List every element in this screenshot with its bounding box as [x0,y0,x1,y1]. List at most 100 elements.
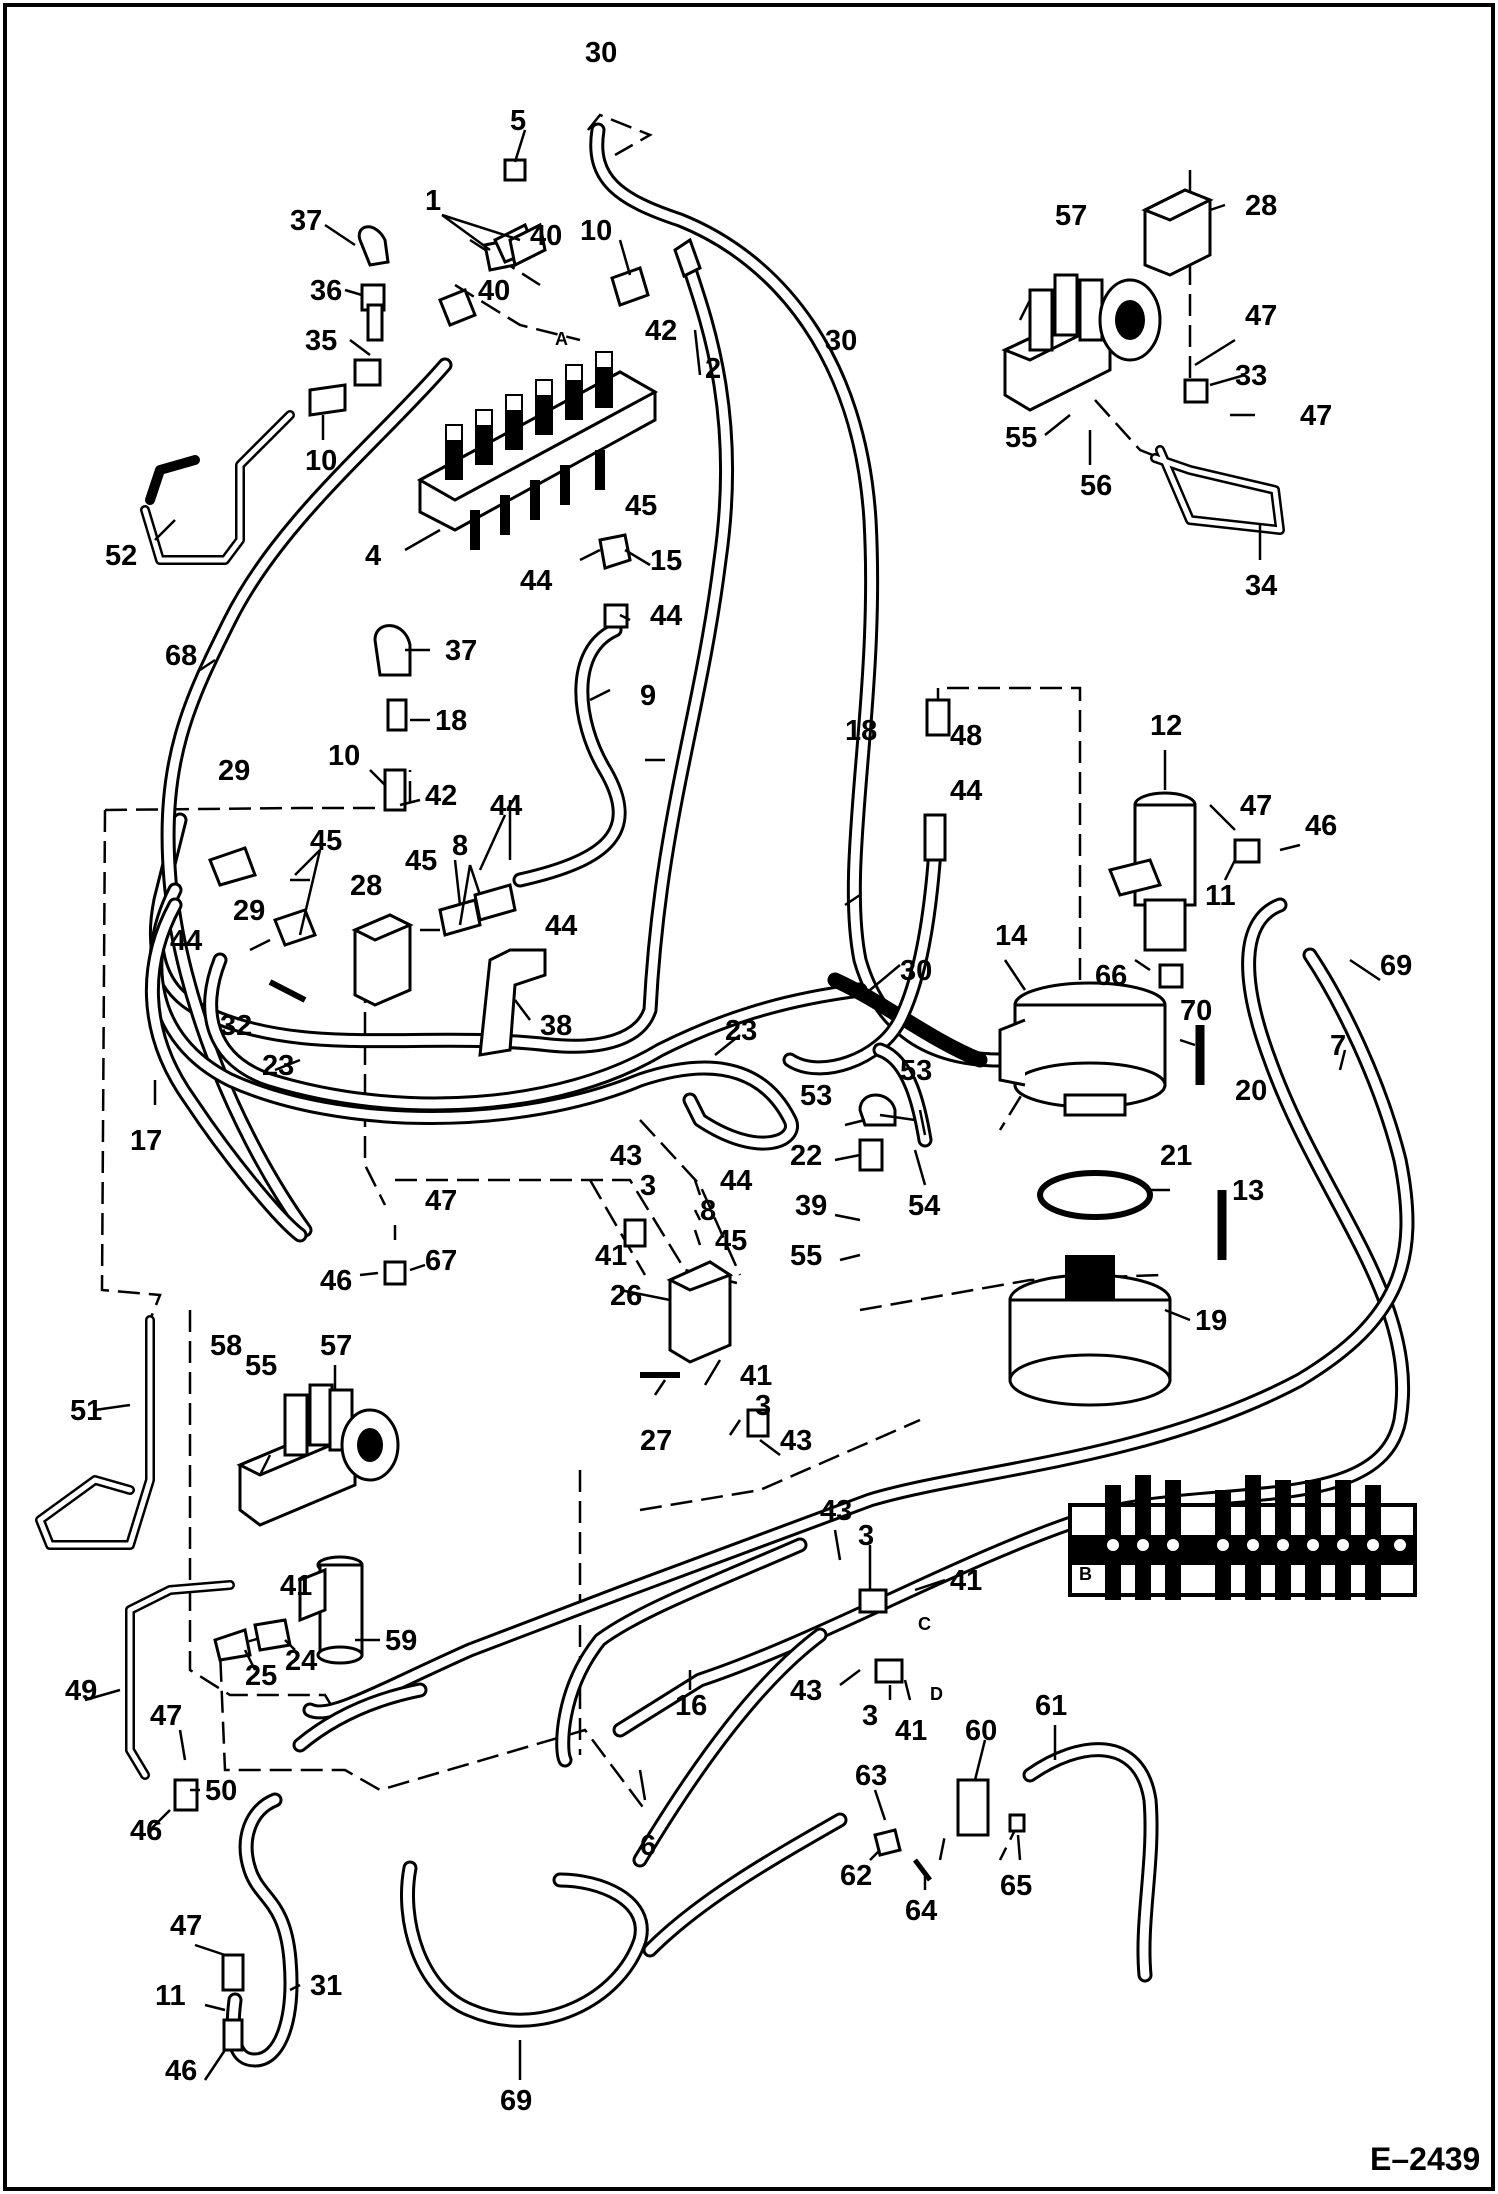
callout-23: 23 [725,1015,757,1047]
o-ring [1037,1170,1153,1220]
callout-47: 47 [150,1700,182,1732]
callout-28: 28 [350,870,382,902]
callout-33: 33 [1235,360,1267,392]
callout-26: 26 [610,1280,642,1312]
callout-64: 64 [905,1895,937,1927]
callout-9: 9 [640,680,656,712]
callout-54: 54 [908,1190,940,1222]
callout-44: 44 [520,565,552,597]
callout-7: 7 [1330,1030,1346,1062]
callout-40: 40 [478,275,510,307]
callout-62: 62 [840,1860,872,1892]
callout-41: 41 [895,1715,927,1747]
callout-18: 18 [845,715,877,747]
callout-46: 46 [130,1815,162,1847]
callout-30: 30 [900,955,932,987]
callout-44: 44 [720,1165,752,1197]
callout-45: 45 [625,490,657,522]
callout-3: 3 [858,1520,874,1552]
leader-lines [84,129,1381,2081]
callout-16: 16 [675,1690,707,1722]
valve-port-b: B [1079,1564,1092,1584]
callout-4: 4 [365,540,381,572]
callout-8: 8 [452,830,468,862]
callout-10: 10 [580,215,612,247]
callout-1: 1 [425,185,441,217]
callout-67: 67 [425,1245,457,1277]
callout-44: 44 [170,925,202,957]
solenoid-valve-top [1001,273,1162,412]
callout-22: 22 [790,1140,822,1172]
callout-55: 55 [790,1240,822,1272]
callout-11: 11 [155,1980,186,2012]
callout-20: 20 [1235,1075,1267,1107]
swivel-joint [1107,791,1197,952]
solenoid-valve-bottom [236,1383,400,1527]
callout-46: 46 [165,2055,197,2087]
callout-45: 45 [715,1225,747,1257]
callout-31: 31 [310,1970,342,2002]
callout-38: 38 [540,1010,572,1042]
connection-letter-c: C [918,1614,931,1634]
callout-65: 65 [1000,1870,1032,1902]
callout-63: 63 [855,1760,887,1792]
callout-30: 30 [585,37,617,69]
callout-39: 39 [795,1190,827,1222]
callout-44: 44 [950,775,982,807]
callout-46: 46 [320,1265,352,1297]
callout-3: 3 [862,1700,878,1732]
swing-gearbox [1008,1255,1172,1407]
callout-44: 44 [650,600,682,632]
callout-41: 41 [950,1565,982,1597]
callout-57: 57 [320,1330,352,1362]
callout-40: 40 [530,220,562,252]
callout-37: 37 [445,635,477,667]
callout-51: 51 [70,1395,102,1427]
callout-47: 47 [425,1185,457,1217]
callout-46: 46 [1305,810,1337,842]
callout-60: 60 [965,1715,997,1747]
callout-14: 14 [995,920,1027,952]
callout-42: 42 [645,315,677,347]
callout-24: 24 [285,1645,317,1677]
callout-3: 3 [640,1170,656,1202]
callout-37: 37 [290,205,322,237]
callout-69: 69 [1380,950,1412,982]
callout-41: 41 [280,1570,312,1602]
callout-5: 5 [510,105,526,137]
callout-30: 30 [825,325,857,357]
callout-27: 27 [640,1425,672,1457]
callout-12: 12 [1150,710,1182,742]
callout-43: 43 [820,1495,852,1527]
hoses [144,122,1415,2068]
callout-48: 48 [950,720,982,752]
callout-8: 8 [700,1195,716,1227]
callout-6: 6 [640,1830,656,1862]
connection-letter-d: D [930,1684,943,1704]
callout-43: 43 [610,1140,642,1172]
callout-61: 61 [1035,1690,1067,1722]
callout-21: 21 [1160,1140,1192,1172]
valve-bank-section: A B [1068,1475,1417,1600]
callout-70: 70 [1180,995,1212,1027]
callout-68: 68 [165,640,197,672]
callout-47: 47 [1245,300,1277,332]
callout-29: 29 [233,895,265,927]
callout-53: 53 [800,1080,832,1112]
callout-18: 18 [435,705,467,737]
valve-port-a: A [1079,1536,1092,1556]
callout-47: 47 [170,1910,202,1942]
callout-17: 17 [130,1125,162,1157]
callout-56: 56 [1080,470,1112,502]
callout-13: 13 [1232,1175,1264,1207]
connection-letter-a: A [555,329,568,349]
tubes [35,410,1285,1780]
callout-44: 44 [545,910,577,942]
callout-47: 47 [1300,400,1332,432]
callout-28: 28 [1245,190,1277,222]
callout-52: 52 [105,540,137,572]
callout-2: 2 [705,353,721,385]
callout-47: 47 [1240,790,1272,822]
callout-44: 44 [490,790,522,822]
